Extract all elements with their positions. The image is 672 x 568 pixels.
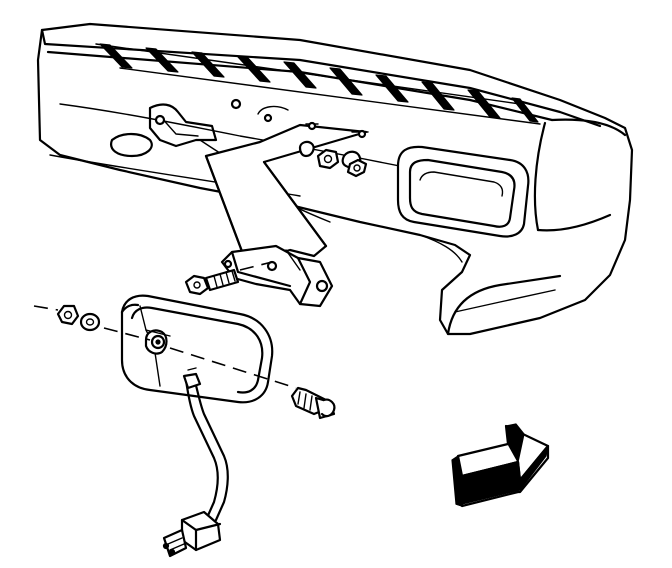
lamp-pivot-bolt [290,386,336,420]
frame-mount [110,98,289,158]
mounting-bracket [204,123,368,308]
bumper-opening [396,145,530,238]
wiring-harness [182,367,229,522]
lamp-nut [56,304,80,326]
bracket-nut-upper [298,121,369,170]
fog-lamp-housing [120,294,274,404]
bracket-bolt [184,261,273,296]
bumper-step-ribs [95,43,541,125]
electrical-connector [162,510,222,558]
view-direction-arrow [451,423,550,508]
lamp-washer [79,312,101,332]
assembly-centerline-right [103,327,297,389]
assembly-centerline [33,305,59,311]
bracket-nut-lower [341,150,368,178]
